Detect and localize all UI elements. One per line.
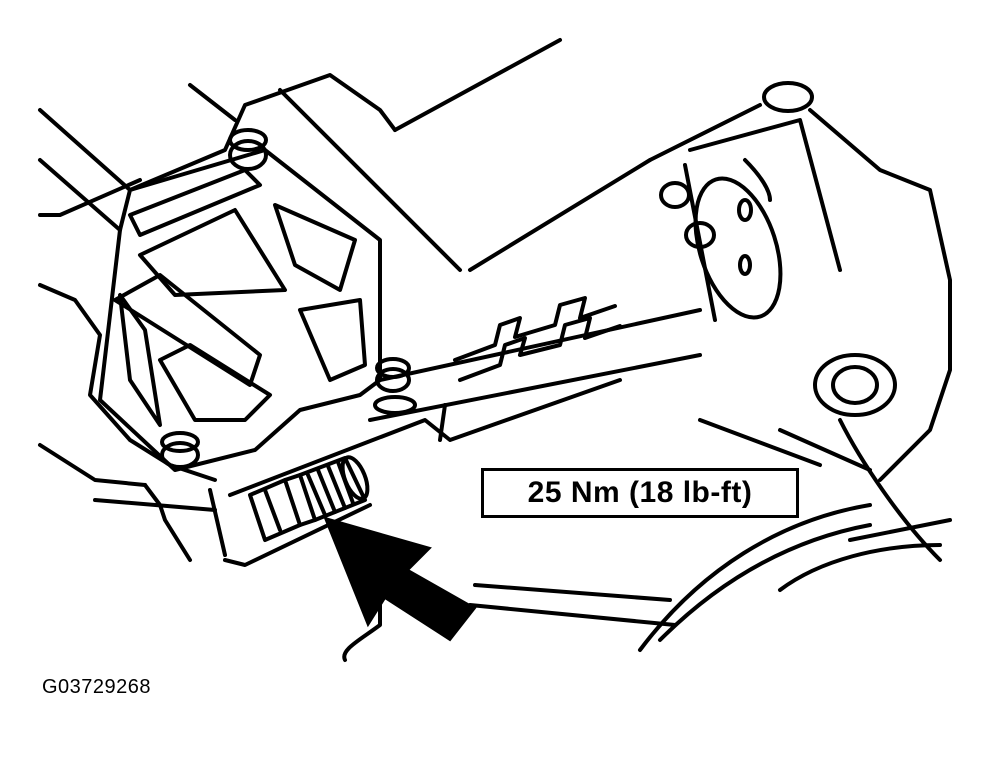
mounting-bracket <box>100 130 415 470</box>
arrow-pointer-icon <box>325 518 475 640</box>
sensor-fitting <box>250 454 373 540</box>
torque-callout: 25 Nm (18 lb-ft) <box>481 468 799 518</box>
cylinder-assembly <box>470 83 840 328</box>
right-housing <box>640 110 950 650</box>
shaft-tube <box>210 298 700 565</box>
torque-label: 25 Nm (18 lb-ft) <box>527 476 753 509</box>
housing-outline <box>40 40 560 485</box>
figure-id: G03729268 <box>42 676 152 698</box>
lower-structure <box>95 485 675 660</box>
